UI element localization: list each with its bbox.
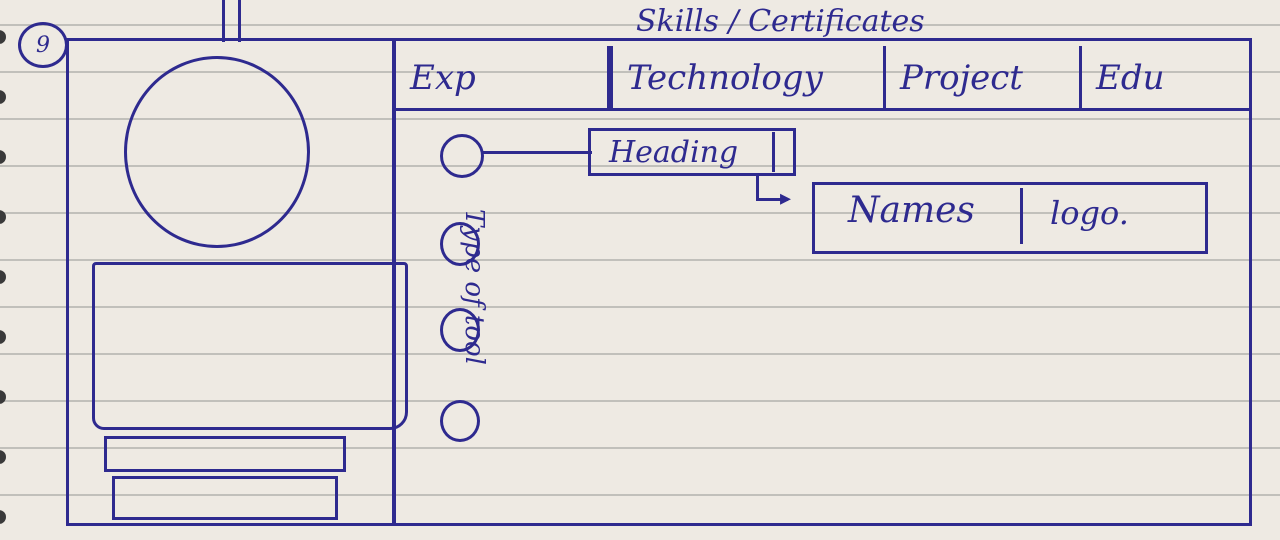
heading-connector xyxy=(482,151,592,154)
top-connector-2 xyxy=(238,0,241,42)
heading-box-inner-line xyxy=(772,132,775,172)
profile-bar-2 xyxy=(112,476,338,520)
wireframe-window xyxy=(66,38,1252,526)
vertical-note: Type of tool xyxy=(458,209,489,365)
profile-bar-1 xyxy=(104,436,346,472)
bullet-4[interactable] xyxy=(440,400,480,442)
profile-photo-placeholder xyxy=(124,56,310,248)
page-number: 9 xyxy=(18,22,68,68)
tab-edu-label: Edu xyxy=(1096,58,1165,98)
arrow-head-icon: ▸ xyxy=(780,186,792,211)
bullet-1[interactable] xyxy=(440,134,484,178)
arrow-right xyxy=(756,198,788,201)
tab-exp[interactable]: Exp xyxy=(396,46,610,110)
bullet-3[interactable] xyxy=(440,308,480,352)
logo-text: logo. xyxy=(1050,194,1129,232)
tab-project[interactable]: Project xyxy=(886,46,1082,110)
heading-box[interactable]: Heading xyxy=(588,128,796,176)
name-text: Names xyxy=(848,190,975,231)
bullet-2[interactable] xyxy=(440,222,480,266)
arrow-down xyxy=(756,176,759,200)
tab-technology-label: Technology xyxy=(627,58,823,98)
tab-technology[interactable]: Technology xyxy=(610,46,886,110)
tab-bar xyxy=(396,108,1252,111)
top-connector xyxy=(222,0,225,42)
name-logo-box[interactable] xyxy=(812,182,1208,254)
page-number-text: 9 xyxy=(36,32,50,58)
tab-edu[interactable]: Edu xyxy=(1082,46,1250,110)
tab-exp-label: Exp xyxy=(410,58,476,98)
name-logo-divider xyxy=(1020,188,1023,244)
profile-card xyxy=(92,262,408,430)
header-note: Skills / Certificates xyxy=(636,4,925,39)
heading-label: Heading xyxy=(609,134,739,170)
tab-project-label: Project xyxy=(900,58,1023,98)
sidebar-divider xyxy=(392,40,396,526)
